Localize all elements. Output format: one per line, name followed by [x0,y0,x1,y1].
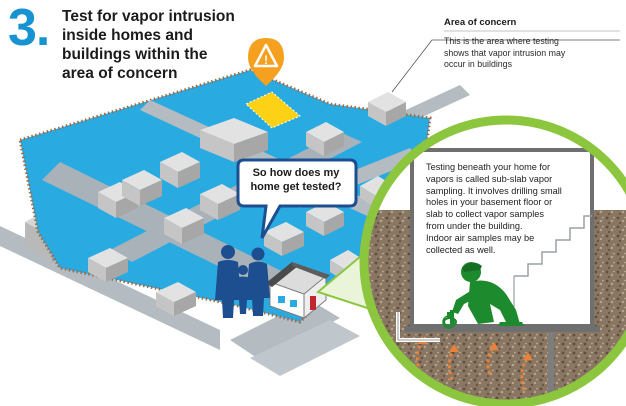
speech-bubble [236,158,358,239]
area-of-concern-description: This is the area where testing shows tha… [444,36,566,69]
area-leader-line [391,39,620,93]
area-of-concern-title: Area of concern [444,17,517,28]
technician-silhouette-icon [443,262,524,327]
callout-ring [359,115,626,406]
family-home [266,262,330,320]
step-heading: Test for vapor intrusion inside homes an… [62,8,235,82]
warning-glyph: ! [264,53,268,67]
basement-cutaway [359,115,626,406]
family-silhouette-icon [215,245,270,318]
step-number: 3. [8,0,50,57]
warning-triangle-icon: ! [248,38,284,86]
speech-bubble-text: So how does my home get tested? [250,167,342,193]
sub-slab-sampling-description: Testing beneath your home for vapors is … [426,162,562,255]
sample-canister [442,312,456,329]
neighborhood-houses [88,92,406,316]
